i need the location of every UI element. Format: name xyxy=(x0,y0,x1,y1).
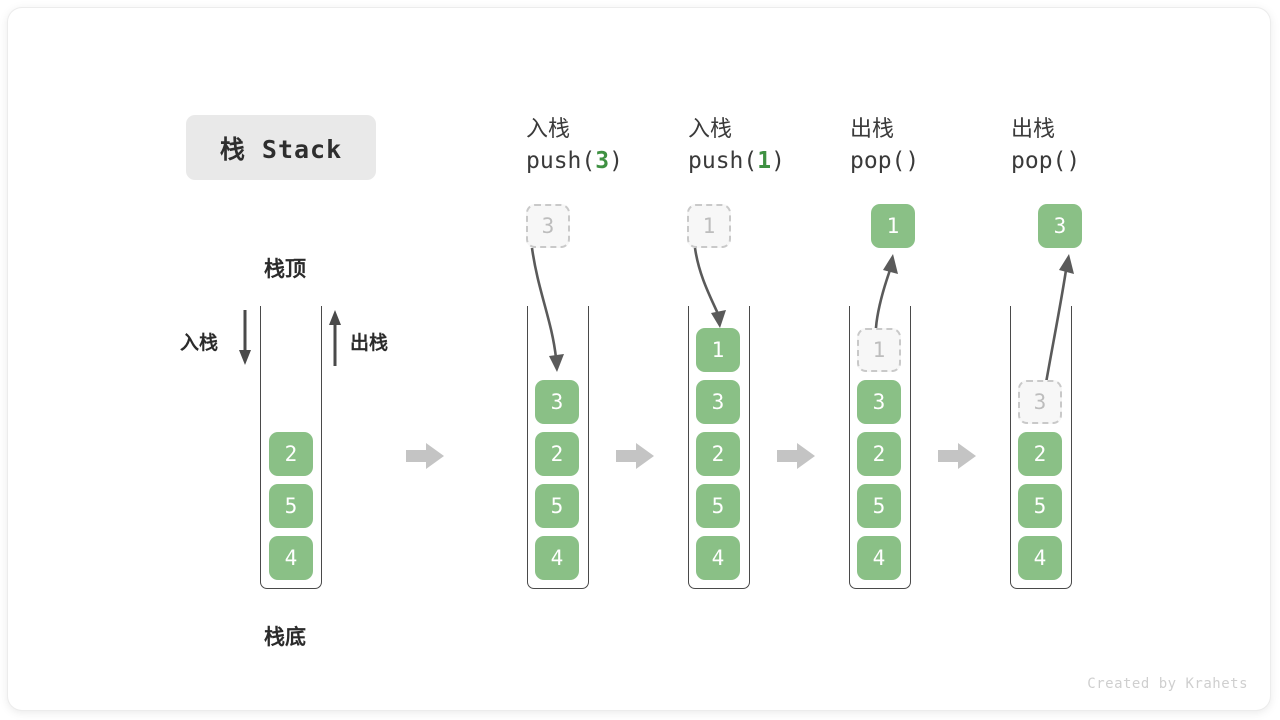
stack-cell: 5 xyxy=(696,484,740,528)
ghost-cell-in-stack-1: 1 xyxy=(857,328,901,372)
stack-cell: 4 xyxy=(857,536,901,580)
floating-ghost-cell-3: 3 xyxy=(526,204,570,248)
stack-cell: 2 xyxy=(857,432,901,476)
stack-cell: 1 xyxy=(696,328,740,372)
stack-cells-push-1: 1 3 2 5 4 xyxy=(696,328,740,580)
column-header-push-3: 入栈 push(3) xyxy=(526,116,623,174)
push-arg-1: 1 xyxy=(757,148,772,174)
push-motion-arrow-icon-1 xyxy=(693,247,726,328)
stack-cell: 4 xyxy=(696,536,740,580)
figure-title-badge: 栈 Stack xyxy=(186,115,376,180)
stack-cells-pop-1: 3 2 5 4 xyxy=(857,380,901,580)
push-motion-arrow-icon-3 xyxy=(530,247,564,372)
stack-cell: 5 xyxy=(535,484,579,528)
stack-cells-initial: 2 5 4 xyxy=(269,432,313,580)
popped-cell-1: 1 xyxy=(871,204,915,248)
floating-ghost-cell-1: 1 xyxy=(687,204,731,248)
push-arg-3: 3 xyxy=(595,148,610,174)
stack-cell: 4 xyxy=(1018,536,1062,580)
stack-cell: 2 xyxy=(535,432,579,476)
stack-cell: 3 xyxy=(535,380,579,424)
stack-container-pop-3 xyxy=(1010,306,1072,589)
credit-watermark: Created by Krahets xyxy=(1087,676,1248,692)
flow-arrow-icon-4 xyxy=(938,443,976,469)
stack-cells-push-3: 3 2 5 4 xyxy=(535,380,579,580)
flow-arrow-icon-1 xyxy=(406,443,444,469)
stack-container-pop-1 xyxy=(849,306,911,589)
stack-cell: 2 xyxy=(269,432,313,476)
stack-top-label: 栈顶 xyxy=(264,258,306,281)
push-direction-label: 入栈 xyxy=(180,333,219,354)
stack-cell: 2 xyxy=(696,432,740,476)
stack-container-push-3 xyxy=(527,306,589,589)
flow-arrow-icon-3 xyxy=(777,443,815,469)
column-header-pop-3: 出栈 pop() xyxy=(1011,116,1081,174)
push-direction-arrow-icon xyxy=(239,310,251,365)
figure-canvas: 栈 Stack 栈顶 入栈 出栈 2 5 4 栈底 入栈 push(3) 3 3 2 5… xyxy=(8,8,1270,710)
stack-container-initial xyxy=(260,306,322,589)
stack-cell: 4 xyxy=(269,536,313,580)
stack-cell: 5 xyxy=(857,484,901,528)
pop-direction-arrow-icon xyxy=(329,310,341,366)
stack-cell: 5 xyxy=(1018,484,1062,528)
stack-cells-pop-3: 2 5 4 xyxy=(1018,432,1062,580)
stack-cell: 5 xyxy=(269,484,313,528)
stack-cell: 3 xyxy=(696,380,740,424)
ghost-cell-in-stack-3: 3 xyxy=(1018,380,1062,424)
popped-cell-3: 3 xyxy=(1038,204,1082,248)
flow-arrow-icon-2 xyxy=(616,443,654,469)
stack-container-push-1 xyxy=(688,306,750,589)
stack-cell: 2 xyxy=(1018,432,1062,476)
pop-direction-label: 出栈 xyxy=(350,333,389,354)
column-header-pop-1: 出栈 pop() xyxy=(850,116,920,174)
stack-bottom-label: 栈底 xyxy=(264,626,306,649)
stack-cell: 3 xyxy=(857,380,901,424)
figure-title: 栈 Stack xyxy=(219,134,343,164)
column-header-push-1: 入栈 push(1) xyxy=(688,116,785,174)
stack-cell: 4 xyxy=(535,536,579,580)
